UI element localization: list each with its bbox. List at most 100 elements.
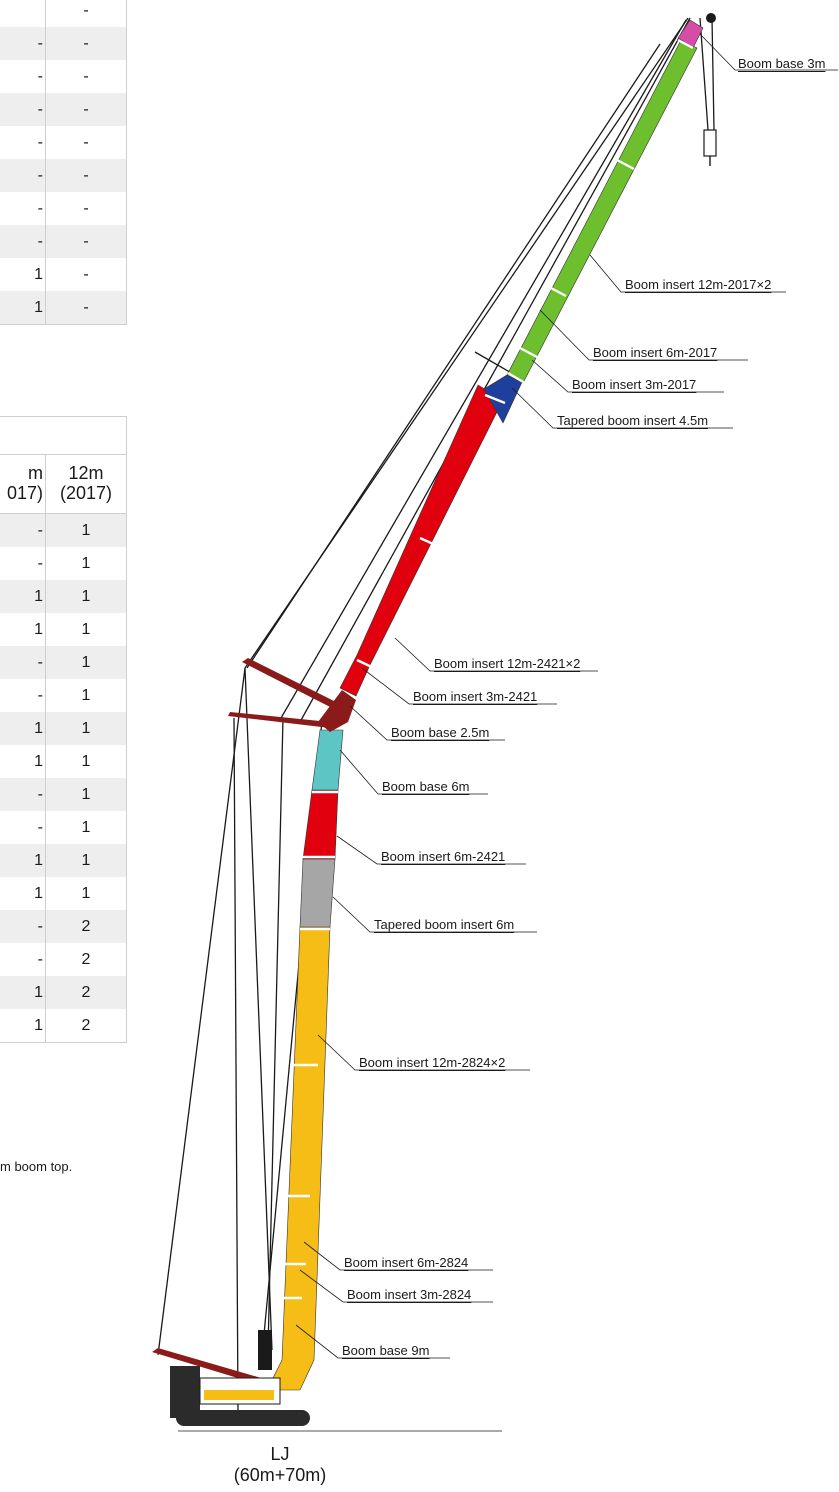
table-cell-b: 2 xyxy=(81,984,91,1001)
table-row: 1- xyxy=(0,291,126,324)
table-cell-a: 1 xyxy=(0,1009,46,1042)
table-row: -- xyxy=(0,93,126,126)
table-header-row: m 017) 12m (2017) xyxy=(0,455,126,514)
label-boom-insert-3m-2824: Boom insert 3m-2824 xyxy=(347,1287,472,1302)
table-cell-b: 1 xyxy=(81,852,91,869)
table-header-col-b: 12m (2017) xyxy=(59,463,113,503)
table-cell-b: 2 xyxy=(81,918,91,935)
table-cell-a: - xyxy=(0,93,46,126)
caption-title: LJ xyxy=(270,1444,290,1464)
table-cell-b: 1 xyxy=(81,588,91,605)
boom-tip-hook xyxy=(703,13,717,166)
table-cell-b: 1 xyxy=(81,720,91,737)
table-cell-b: 1 xyxy=(81,753,91,770)
boom-lower-joints xyxy=(272,790,338,1300)
table-row: -1 xyxy=(0,811,126,844)
table-cell-a: - xyxy=(0,943,46,976)
table-cell-a xyxy=(0,0,46,27)
label-boom-insert-12m-2017: Boom insert 12m-2017×2 xyxy=(625,277,772,292)
table-cell-a: - xyxy=(0,646,46,679)
table-cell-a: - xyxy=(0,679,46,712)
table-cell-b: - xyxy=(83,134,89,151)
table-cell-a: 1 xyxy=(0,291,46,324)
label-boom-insert-6m-2017: Boom insert 6m-2017 xyxy=(593,345,718,360)
table-cell-b: - xyxy=(83,35,89,52)
table-cell-a: 1 xyxy=(0,258,46,291)
footnote-text: m boom top. xyxy=(0,1159,73,1174)
table-cell-a: 1 xyxy=(0,877,46,910)
boom-lower xyxy=(266,729,344,1391)
table-cell-b: - xyxy=(83,299,89,316)
table-cell-b: 2 xyxy=(81,951,91,968)
table-row: - xyxy=(0,0,126,27)
table-cell-a: - xyxy=(0,60,46,93)
label-tapered-boom-insert-4-5m: Tapered boom insert 4.5m xyxy=(557,413,709,428)
table-cell-a: - xyxy=(0,126,46,159)
table-row: -2 xyxy=(0,943,126,976)
table-cell-a: - xyxy=(0,192,46,225)
label-boom-insert-12m-2421: Boom insert 12m-2421×2 xyxy=(434,656,581,671)
table-cell-b: 1 xyxy=(81,654,91,671)
table-row: -- xyxy=(0,225,126,258)
table-row: -1 xyxy=(0,547,126,580)
label-boom-base-3m: Boom base 3m xyxy=(738,56,826,71)
table-cell-b: 1 xyxy=(81,522,91,539)
table-cell-b: 1 xyxy=(81,687,91,704)
table-cell-b: - xyxy=(83,266,89,283)
table-cell-a: 1 xyxy=(0,844,46,877)
table-header-col-a: m 017) xyxy=(0,455,46,513)
label-boom-insert-12m-2824: Boom insert 12m-2824×2 xyxy=(359,1055,506,1070)
crawler-base xyxy=(170,1330,310,1426)
table-cell-b: 1 xyxy=(81,819,91,836)
table-row: -1 xyxy=(0,679,126,712)
table-cell-b: - xyxy=(83,200,89,217)
table-cell-a: 1 xyxy=(0,613,46,646)
table-cell-a: - xyxy=(0,547,46,580)
boom-joint xyxy=(318,690,356,732)
table-cell-a: - xyxy=(0,27,46,60)
table-cell-b: 1 xyxy=(81,621,91,638)
strut-arms xyxy=(152,658,340,1386)
component-table-top: ---------------1-1- xyxy=(0,0,127,325)
table-cell-b: - xyxy=(83,233,89,250)
table-cell-b: - xyxy=(83,2,89,19)
label-boom-base-9m: Boom base 9m xyxy=(342,1343,430,1358)
table-cell-a: - xyxy=(0,811,46,844)
table-caption xyxy=(0,417,126,455)
boom-upper-joints xyxy=(356,38,694,672)
table-row: -- xyxy=(0,159,126,192)
table-cell-b: 1 xyxy=(81,555,91,572)
table-row: -1 xyxy=(0,646,126,679)
table-cell-a: - xyxy=(0,778,46,811)
label-boom-base-2-5m: Boom base 2.5m xyxy=(391,725,490,740)
table-cell-a: - xyxy=(0,225,46,258)
table-cell-a: - xyxy=(0,910,46,943)
label-tapered-boom-insert-6m: Tapered boom insert 6m xyxy=(374,917,515,932)
table-cell-b: - xyxy=(83,101,89,118)
table-row: -1 xyxy=(0,514,126,547)
table-cell-a: - xyxy=(0,514,46,547)
table-row: -2 xyxy=(0,910,126,943)
caption-subtitle: (60m+70m) xyxy=(233,1465,327,1485)
rigging-lines xyxy=(157,17,715,1411)
table-cell-a: - xyxy=(0,159,46,192)
table-row: -- xyxy=(0,60,126,93)
label-boom-insert-3m-2017: Boom insert 3m-2017 xyxy=(572,377,697,392)
table-cell-a: 1 xyxy=(0,976,46,1009)
configuration-caption: LJ (60m+70m) xyxy=(230,1444,330,1486)
table-row: -- xyxy=(0,192,126,225)
table-cell-b: 2 xyxy=(81,1017,91,1034)
callout-leaders xyxy=(295,33,838,1359)
table-row: 1- xyxy=(0,258,126,291)
